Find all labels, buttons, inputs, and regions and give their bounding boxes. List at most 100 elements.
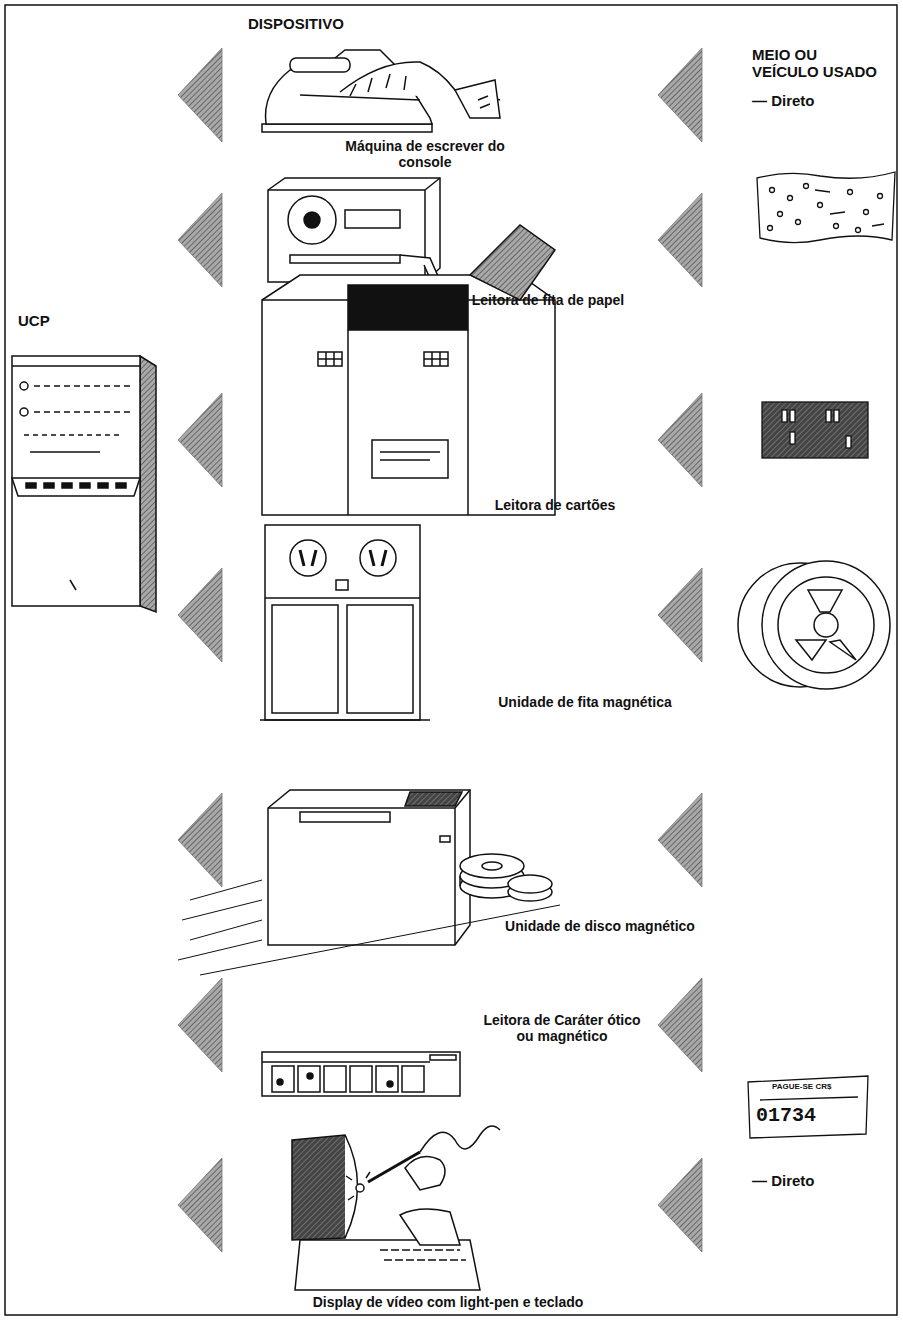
device-caption: Leitora de cartões [495, 497, 616, 513]
magnetic-tape-unit [265, 597, 420, 599]
magnetic-tape-unit [347, 605, 413, 713]
video-display [346, 1172, 370, 1200]
paper-tape-medium [834, 224, 839, 229]
cpu-cabinet [44, 483, 54, 488]
typewriter [478, 96, 490, 108]
punched-card-medium [762, 402, 868, 458]
magnetic-tape-unit [260, 525, 430, 720]
medium-note: — Direto [752, 92, 815, 109]
punched-card-medium [846, 436, 851, 448]
typewriter [290, 58, 350, 72]
device-caption: Unidade de disco magnético [505, 918, 695, 934]
paper-tape-reader [425, 178, 440, 190]
magnetic-tape-unit [336, 580, 348, 590]
punched-card-medium [834, 410, 839, 422]
flow-triangle [658, 1158, 702, 1252]
cheque-medium [748, 1076, 868, 1138]
punched-card-medium [790, 432, 795, 444]
cpu-cabinet [20, 382, 28, 390]
flow-triangle [658, 393, 702, 487]
typewriter [262, 50, 500, 132]
paper-tape-medium [864, 210, 869, 215]
character-reader [350, 1066, 372, 1092]
flow-triangle [658, 978, 702, 1072]
typewriter [350, 74, 406, 96]
cpu-node: UCP [8, 306, 168, 616]
card-reader [262, 225, 555, 515]
magnetic-tape-unit [265, 525, 420, 720]
magnetic-tape-unit [272, 605, 338, 713]
cpu-cabinet [34, 385, 130, 387]
paper-tape-medium [788, 196, 793, 201]
magnetic-disk-unit [440, 836, 450, 842]
device-node: Display de vídeo com light-pen e teclado [260, 1122, 645, 1316]
card-reader [347, 330, 349, 515]
character-reader [262, 1052, 460, 1096]
cpu-cabinet [70, 580, 76, 590]
medium-note: — Direto [752, 1172, 815, 1189]
cpu-cabinet [98, 483, 108, 488]
device-node: Leitora de fita de papel [262, 172, 647, 314]
paper-tape-medium [770, 188, 775, 193]
paper-tape-reader [345, 210, 400, 228]
paper-tape-medium [848, 190, 853, 195]
device-node: Leitora de Caráter ótico ou magnético [258, 1010, 650, 1100]
paper-tape-reader [288, 196, 336, 244]
paper-tape-medium [757, 172, 895, 243]
column-header: MEIO OU VEÍCULO USADO [752, 46, 884, 81]
flow-triangle [178, 978, 222, 1072]
video-display [380, 1250, 466, 1260]
cpu-cabinet [62, 483, 72, 488]
character-reader [277, 1079, 283, 1085]
card-reader [372, 440, 448, 478]
character-reader [307, 1073, 313, 1079]
paper-tape-reader [290, 255, 400, 263]
paper-tape-medium [856, 228, 861, 233]
tape-reel-medium [796, 640, 826, 660]
card-reader [262, 275, 555, 515]
flow-triangle [658, 48, 702, 142]
paper-tape-medium [804, 184, 809, 189]
cpu-cabinet [12, 365, 140, 367]
flow-triangle [178, 48, 222, 142]
device-caption: Display de vídeo com light-pen e teclado [313, 1294, 584, 1310]
tape-reel-medium [814, 613, 838, 637]
magnetic-disk-unit [178, 790, 560, 975]
card-reader [380, 451, 440, 453]
cheque-medium [760, 1097, 858, 1100]
cheque-amount: 01734 [756, 1104, 816, 1127]
card-reader [470, 225, 555, 300]
character-reader [272, 1066, 294, 1092]
tape-reel-medium [778, 577, 874, 673]
video-display [356, 1184, 364, 1192]
punched-card-medium [782, 410, 787, 422]
device-node: Leitora de cartões [258, 222, 650, 525]
paper-tape-reader [268, 178, 440, 282]
paper-tape-medium [757, 172, 895, 243]
device-node: Unidade de disco magnético [252, 785, 744, 949]
flow-triangle [658, 193, 702, 287]
flow-triangle [178, 193, 222, 287]
cpu-cabinet [26, 483, 36, 488]
typewriter [262, 124, 432, 132]
cpu-cabinet [116, 483, 126, 488]
card-reader [424, 352, 448, 366]
video-display [295, 1240, 480, 1290]
video-display [292, 1135, 354, 1240]
magnetic-disk-unit [178, 880, 262, 960]
paper-tape-medium [796, 220, 801, 225]
flow-triangle [178, 568, 222, 662]
character-reader [298, 1066, 320, 1092]
punched-card-medium [782, 410, 851, 448]
device-caption: Leitora de fita de papel [472, 292, 624, 308]
character-reader [324, 1066, 346, 1092]
card-reader [348, 285, 468, 330]
flow-triangle [178, 48, 702, 1252]
video-display [420, 1126, 500, 1152]
cheque-medium [748, 1076, 868, 1138]
cpu-cabinet [26, 483, 126, 488]
cpu-cabinet [140, 356, 156, 612]
cpu-cabinet [34, 411, 130, 413]
magnetic-disk-unit [405, 792, 462, 806]
